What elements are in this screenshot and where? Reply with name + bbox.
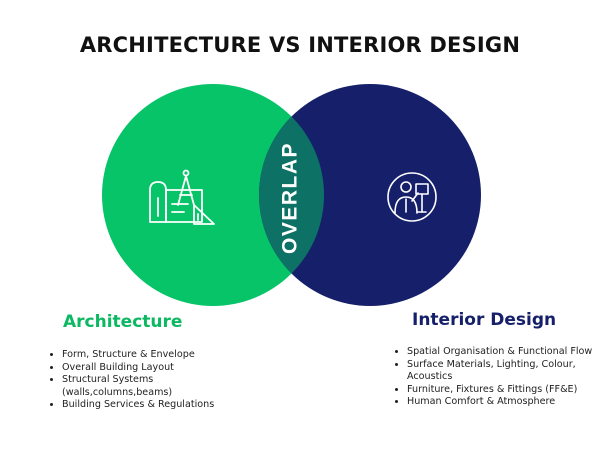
interior-design-list: Spatial Organisation & Functional Flow S… bbox=[391, 346, 597, 409]
list-item: Structural Systems (walls,columns,beams) bbox=[62, 374, 262, 399]
architecture-list: Form, Structure & Envelope Overall Build… bbox=[46, 349, 262, 412]
list-item: Spatial Organisation & Functional Flow bbox=[407, 346, 597, 359]
list-item: Surface Materials, Lighting, Colour, Aco… bbox=[407, 359, 597, 384]
architecture-circle bbox=[102, 84, 324, 306]
diagram-title: ARCHITECTURE VS INTERIOR DESIGN bbox=[79, 33, 521, 57]
architecture-heading: Architecture bbox=[63, 312, 183, 332]
interior-design-circle bbox=[259, 84, 481, 306]
designer-at-easel-icon bbox=[387, 172, 437, 222]
list-item: Furniture, Fixtures & Fittings (FF&E) bbox=[407, 384, 597, 397]
list-item: Overall Building Layout bbox=[62, 362, 262, 375]
list-item: Building Services & Regulations bbox=[62, 399, 262, 412]
overlap-label: OVERLAP bbox=[279, 142, 302, 254]
list-item: Human Comfort & Atmosphere bbox=[407, 396, 597, 409]
list-item: Form, Structure & Envelope bbox=[62, 349, 262, 362]
blueprint-compass-icon bbox=[149, 169, 215, 225]
interior-design-heading: Interior Design bbox=[412, 310, 557, 330]
